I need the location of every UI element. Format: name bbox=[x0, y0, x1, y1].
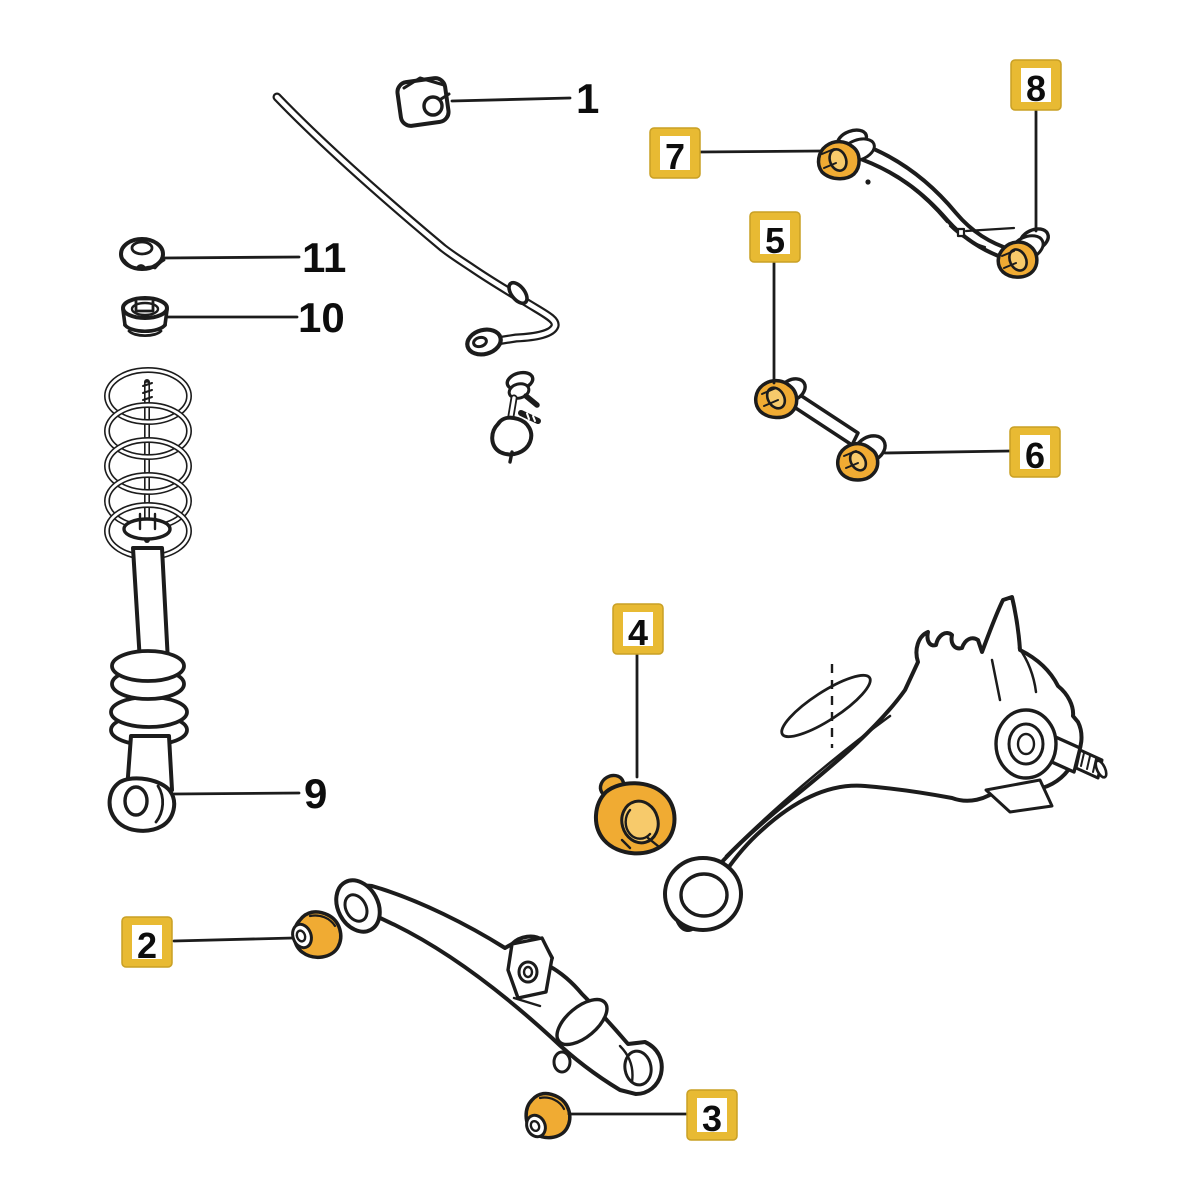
callout-number-11: 11 bbox=[302, 234, 346, 281]
callout-box-4: 4 bbox=[612, 603, 664, 655]
upper-arm-rear-bushing bbox=[996, 227, 1050, 279]
callout-number-3: 3 bbox=[702, 1098, 722, 1139]
leader-1 bbox=[450, 96, 572, 103]
shock-absorber-assembly bbox=[104, 367, 192, 833]
leader-11 bbox=[162, 255, 301, 260]
callout-box-5: 5 bbox=[749, 211, 801, 263]
upper-control-arm bbox=[850, 140, 1016, 262]
callout-number-1: 1 bbox=[576, 75, 599, 122]
leader-2 bbox=[172, 936, 295, 943]
leader-7 bbox=[697, 149, 822, 154]
callout-number-10: 10 bbox=[298, 294, 345, 341]
hub-and-axle bbox=[994, 708, 1108, 780]
stabilizer-bar bbox=[272, 92, 560, 357]
mount-bushing-part bbox=[121, 296, 169, 338]
leader-9 bbox=[172, 791, 301, 796]
shock-eyelet bbox=[107, 776, 177, 833]
coil-spring bbox=[104, 367, 192, 560]
trailing-arm-bushing bbox=[594, 773, 677, 856]
callout-box-8: 8 bbox=[1010, 59, 1062, 111]
callout-number-4: 4 bbox=[628, 612, 648, 653]
lower-arm-front-bushing bbox=[291, 910, 343, 960]
callout-number-9: 9 bbox=[304, 770, 327, 817]
mount-nut-part bbox=[119, 237, 166, 271]
stabilizer-bar-eyelet bbox=[465, 327, 503, 357]
callout-number-2: 2 bbox=[137, 925, 157, 966]
link-rear-bushing bbox=[836, 434, 887, 482]
trailing-arm-ring bbox=[663, 856, 743, 932]
upper-arm-front-bushing bbox=[816, 128, 876, 181]
lower-arm-front-eyelet bbox=[334, 878, 382, 934]
shock-rod bbox=[131, 546, 170, 664]
trailing-arm bbox=[663, 595, 1108, 932]
callout-number-6: 6 bbox=[1025, 435, 1045, 476]
leader-6 bbox=[883, 449, 1012, 455]
stabilizer-bar-collar bbox=[507, 280, 529, 306]
callout-box-6: 6 bbox=[1009, 426, 1061, 478]
link-front-bushing bbox=[754, 377, 807, 420]
leader-lines bbox=[162, 96, 1038, 1116]
lower-arm-rear-bushing bbox=[524, 1091, 572, 1140]
stabilizer-end-link bbox=[490, 370, 541, 464]
callout-box-2: 2 bbox=[121, 916, 173, 968]
callout-number-7: 7 bbox=[665, 136, 685, 177]
lower-control-arm bbox=[334, 878, 664, 1096]
callout-box-7: 7 bbox=[649, 127, 701, 179]
callout-number-8: 8 bbox=[1026, 68, 1046, 109]
shock-bump-stop bbox=[109, 649, 189, 747]
stabilizer-bushing-part bbox=[395, 76, 451, 128]
callout-number-5: 5 bbox=[765, 220, 785, 261]
callout-box-3: 3 bbox=[686, 1089, 738, 1141]
